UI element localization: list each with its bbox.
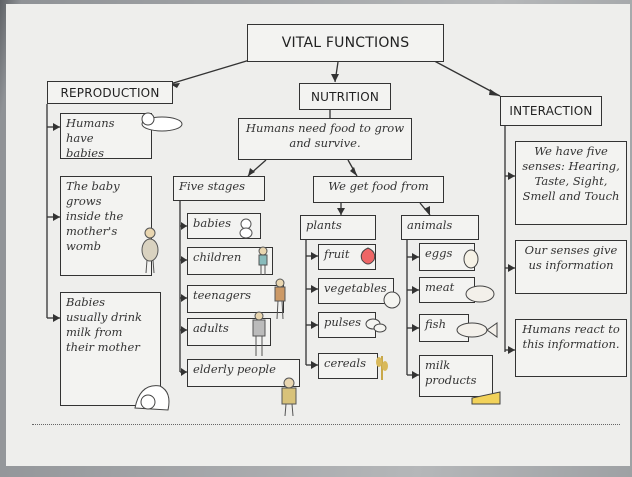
interaction-fact-3: Humans react to this information. — [515, 319, 627, 377]
wheat-icon — [376, 356, 388, 380]
interaction-header: INTERACTION — [500, 96, 602, 126]
fish-icon — [456, 322, 498, 338]
reproduction-fact-1: Humans have babies — [60, 113, 152, 160]
pregnant-woman-icon — [141, 227, 159, 274]
animal-meat: meat — [419, 277, 475, 303]
reproduction-fact-3: Babies usually drink milk from their mot… — [60, 292, 161, 406]
interaction-fact-1: We have five senses: Hearing, Taste, Sig… — [515, 141, 627, 225]
stage-elderly: elderly people — [187, 359, 300, 387]
cheese-icon — [471, 391, 501, 405]
breastfeeding-icon — [134, 385, 170, 411]
five-stages-header: Five stages — [173, 176, 265, 201]
animals-header: animals — [401, 215, 479, 240]
plant-cereals: cereals — [318, 353, 378, 379]
nutrition-header: NUTRITION — [299, 83, 391, 110]
stage-teenagers: teenagers — [187, 285, 284, 313]
animal-milk-products: milk products — [419, 355, 493, 397]
reproduction-fact-2: The baby grows inside the mother's womb — [60, 176, 152, 276]
onion-icon — [383, 291, 401, 309]
child-icon — [258, 246, 268, 275]
beans-icon — [365, 318, 387, 333]
sleeping-baby-icon — [141, 112, 183, 132]
adult-icon — [252, 311, 266, 356]
plants-header: plants — [300, 215, 376, 240]
egg-icon — [463, 249, 479, 269]
plant-vegetables: vegetables — [318, 278, 394, 304]
diagram-title: VITAL FUNCTIONS — [247, 24, 444, 62]
chicken-meat-icon — [465, 285, 495, 303]
reproduction-header: REPRODUCTION — [47, 81, 173, 104]
nutrition-need: Humans need food to grow and survive. — [238, 118, 412, 160]
elderly-person-icon — [281, 377, 297, 417]
food-sources-header: We get food from — [313, 176, 444, 203]
teenager-icon — [274, 278, 286, 320]
strawberry-icon — [360, 247, 376, 265]
dotted-separator — [32, 424, 620, 425]
interaction-fact-2: Our senses give us information — [515, 240, 627, 294]
baby-icon — [239, 218, 253, 239]
